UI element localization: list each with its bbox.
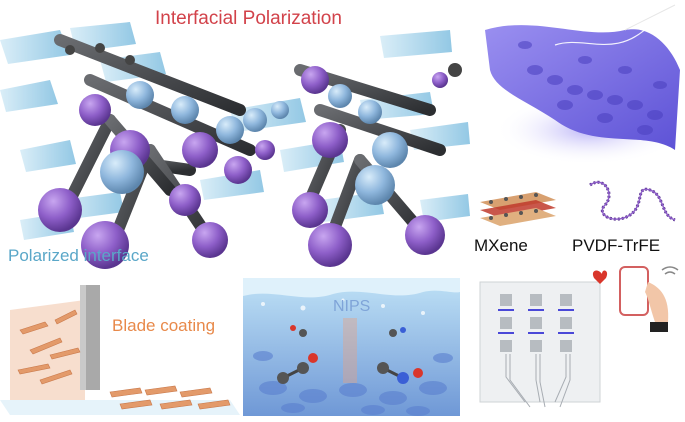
porous-film: [485, 25, 680, 150]
label-nips: NIPS: [333, 298, 371, 315]
pvdf-trfe-chain: [585, 175, 680, 230]
pores: [253, 351, 453, 416]
molecules: [277, 325, 423, 384]
pvdf-chain-icon: [589, 181, 676, 222]
interfacial-polarization-panel: [0, 0, 470, 270]
blade-coating-illustration: [0, 285, 240, 415]
polymer-chain-right: [292, 63, 462, 267]
label-mxene: MXene: [474, 236, 528, 255]
flakes: [17, 309, 231, 410]
sensor-device-illustration: [479, 266, 679, 408]
polymer-chains-illustration: [0, 22, 470, 269]
label-blade-coating: Blade coating: [112, 316, 216, 335]
electrode-grid: [500, 294, 572, 352]
mxene-layers-icon: [480, 192, 556, 226]
polymer-chain-left: [38, 34, 289, 269]
label-polarized-interface: Polarized interface: [8, 246, 149, 265]
sensor-device-panel: [470, 262, 685, 422]
wifi-icon: [661, 266, 679, 271]
label-pvdf-trfe: PVDF-TrFE: [572, 236, 661, 255]
nips-panel: [243, 278, 460, 416]
title-interfacial-polarization: Interfacial Polarization: [155, 8, 342, 29]
blade-coating-panel: [0, 280, 240, 422]
porous-film-panel: [475, 0, 685, 180]
heart-icon: [592, 270, 608, 284]
nips-illustration: [243, 278, 460, 416]
porous-film-illustration: [485, 4, 685, 165]
mxene-structure: [476, 188, 560, 230]
phone-hand: [592, 266, 679, 332]
